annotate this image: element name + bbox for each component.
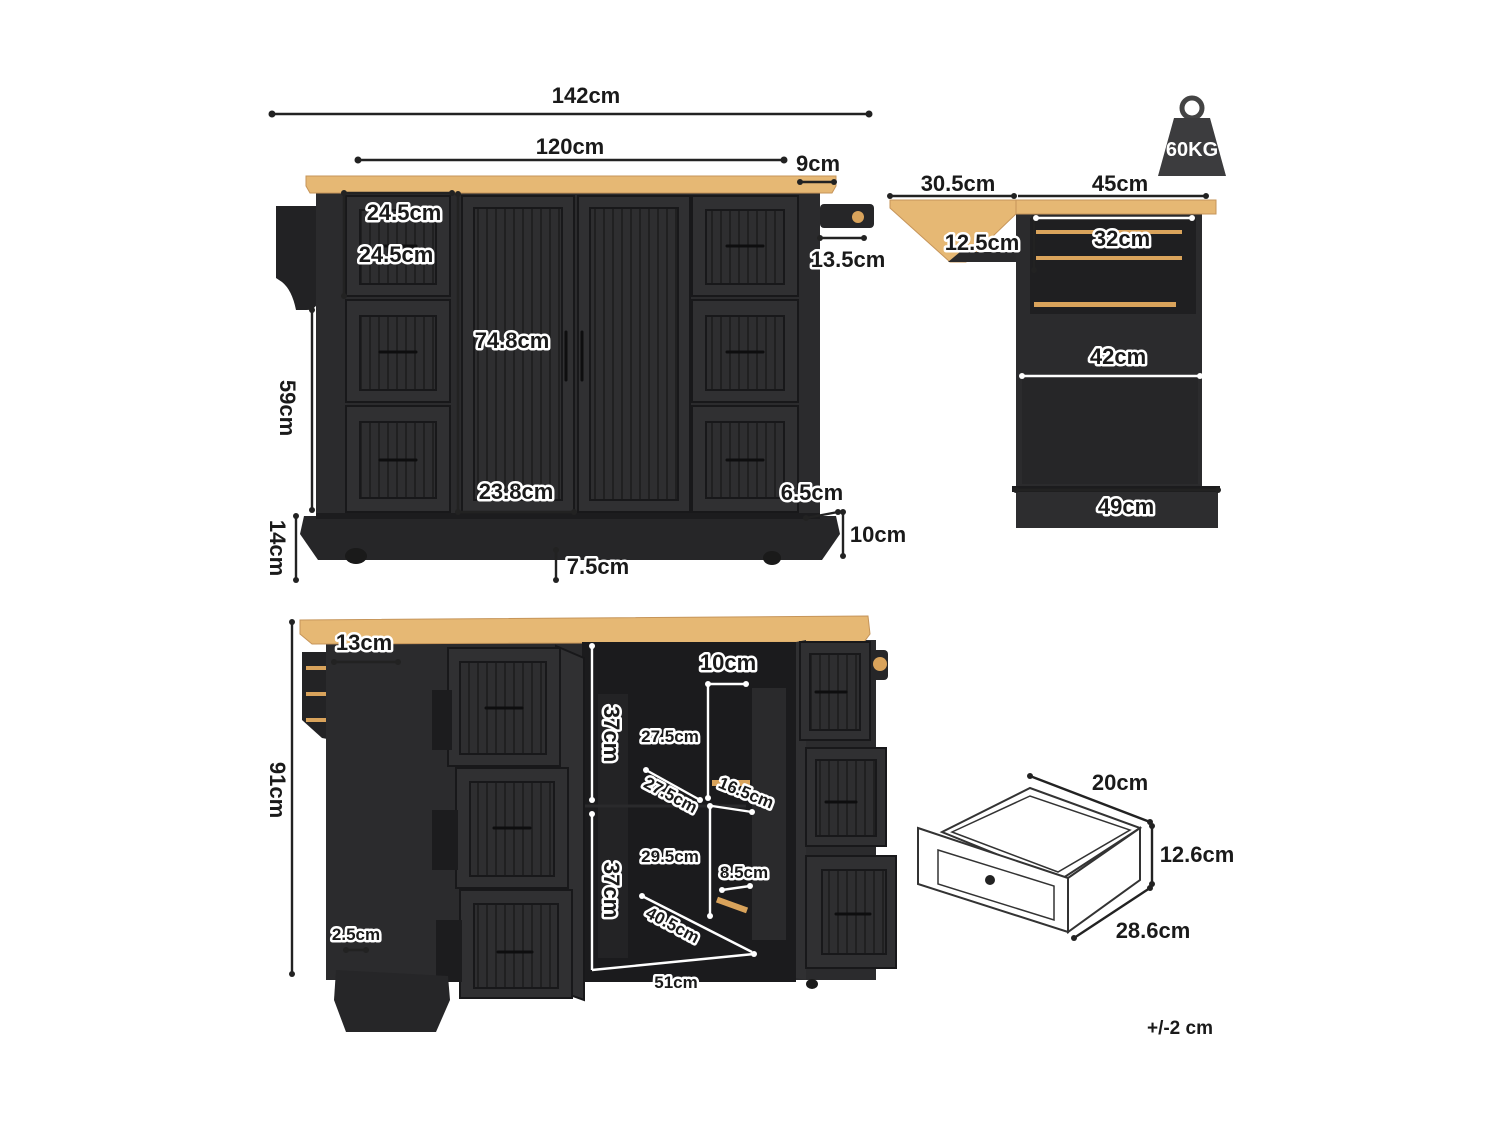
front-dimension-lines [268,110,873,583]
label-upper-shelf-depth: 27.5cm [641,727,699,746]
double-doors [461,195,691,513]
drawer-dimension-lines [1027,773,1155,941]
label-base-height: 14cm [265,520,290,576]
label-inner-width: 42cm [1090,344,1146,369]
label-wheel-clearance: 7.5cm [567,554,629,579]
tolerance-note: +/-2 cm [1147,1018,1213,1039]
open-base [334,970,450,1032]
label-drawer-detail-width: 20cm [1092,770,1148,795]
label-overall-width: 142cm [552,83,621,108]
label-overhang: 9cm [796,151,840,176]
label-door-width: 23.8cm [479,479,554,504]
caster-wheels [345,548,781,565]
drawer-labels: 20cm 12.6cm 28.6cm [1089,768,1236,946]
side-view: 30.5cm 45cm 12.5cm 32cm 42cm 49cm [887,169,1221,528]
label-leaf-width: 30.5cm [921,171,996,196]
weight-label: 60KG [1166,139,1218,161]
label-door-lower: 8.5cm [720,863,768,882]
label-corner-offset: 6.5cm [781,480,843,505]
label-side-height: 59cm [275,380,300,436]
wood-countertop [305,175,837,194]
handles [378,244,765,462]
label-rack-width: 32cm [1094,226,1150,251]
label-drawer-width: 24.5cm [367,200,442,225]
side-dimension-lines [887,193,1221,493]
open-labels: 91cm 13cm 2.5cm 37cm 37cm 10cm 27.5cm 27… [263,628,779,995]
label-door-shelf-width: 10cm [700,650,756,675]
label-base-width: 49cm [1098,494,1154,519]
label-rack-width-open: 13cm [336,630,392,655]
label-total-height: 91cm [265,762,290,818]
front-labels: 142cm 120cm 9cm 24.5cm 24.5cm 74.8cm 23.… [263,81,909,582]
label-depth: 45cm [1092,171,1148,196]
weight-icon: 60KG [1158,95,1226,176]
label-hook-offset: 13.5cm [811,247,886,272]
front-view: 142cm 120cm 9cm 24.5cm 24.5cm 74.8cm 23.… [263,81,909,583]
open-view: 91cm 13cm 2.5cm 37cm 37cm 10cm 27.5cm 27… [263,615,897,1032]
label-drawer-detail-height: 12.6cm [1160,842,1235,867]
drawer-detail [917,786,1143,934]
label-bottom-gap: 2.5cm [332,925,380,944]
label-lower-compartment: 37cm [599,862,624,918]
side-labels: 30.5cm 45cm 12.5cm 32cm 42cm 49cm [918,169,1156,522]
label-foot-height: 10cm [850,522,906,547]
open-dimension-lines [289,619,757,977]
label-top-width: 120cm [536,134,605,159]
wood-knob [852,211,864,223]
label-rack-gap: 12.5cm [945,230,1020,255]
hook-bar [820,204,874,228]
cabinet-base [300,516,840,560]
label-door-height: 74.8cm [475,328,550,353]
label-lower-shelf-depth: 29.5cm [641,847,699,866]
towel-rack-left [276,206,318,310]
label-upper-compartment: 37cm [599,706,624,762]
label-drawer-detail-depth: 28.6cm [1116,918,1191,943]
label-floor-width: 51cm [654,973,697,992]
label-drawer-height: 24.5cm [359,242,434,267]
